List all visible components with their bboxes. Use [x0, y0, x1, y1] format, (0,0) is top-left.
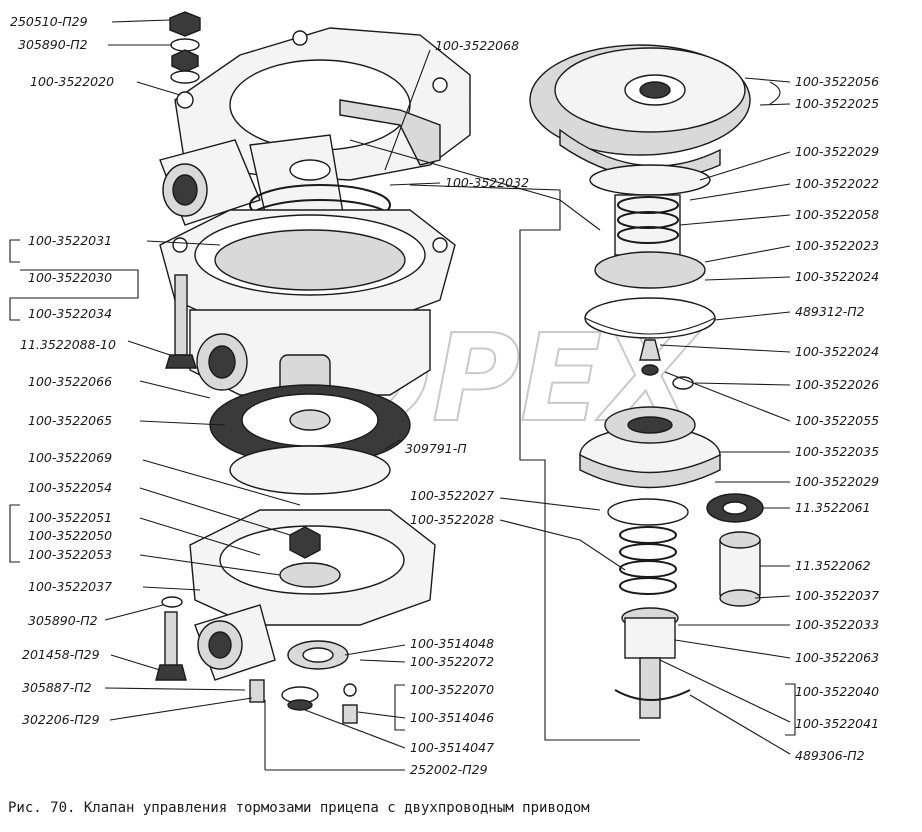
label-3522031: 100-3522031 — [28, 233, 112, 248]
leader-lines — [9, 19, 796, 771]
label-305890-p2-mid: 305890-П2 — [28, 613, 98, 628]
label-3522037-right: 100-3522037 — [795, 588, 879, 603]
label-3522066: 100-3522066 — [28, 374, 112, 389]
label-3522061: 11.3522061 — [795, 500, 871, 515]
lower-spring-part — [607, 498, 689, 595]
label-3522037-left: 100-3522037 — [28, 579, 112, 594]
label-3522070: 100-3522070 — [410, 682, 494, 697]
bottom-small-parts — [249, 640, 358, 724]
label-3522058: 100-3522058 — [795, 207, 879, 222]
lower-housing-part — [189, 509, 436, 681]
label-3522032: 100-3522032 — [445, 175, 529, 190]
top-nut-part — [169, 11, 201, 84]
piston-disk-part — [579, 406, 721, 489]
label-489306-p2: 489306-П2 — [795, 748, 865, 763]
figure-caption: Рис. 70. Клапан управления тормозами при… — [8, 800, 590, 816]
label-3522024-b: 100-3522024 — [795, 344, 879, 359]
label-252002-p29: 252002-П29 — [410, 762, 488, 777]
label-3522027: 100-3522027 — [410, 488, 494, 503]
label-3522065: 100-3522065 — [28, 413, 112, 428]
label-3522063: 100-3522063 — [795, 650, 879, 665]
label-3522020: 100-3522020 — [30, 74, 114, 89]
label-489312-p2: 489312-П2 — [795, 304, 865, 319]
label-3522029-bot: 100-3522029 — [795, 474, 879, 489]
label-3522062: 11.3522062 — [795, 558, 871, 573]
label-3514048: 100-3514048 — [410, 636, 494, 651]
label-3522054: 100-3522054 — [28, 480, 112, 495]
label-3522051: 100-3522051 — [28, 510, 112, 525]
label-3522030: 100-3522030 — [28, 270, 112, 285]
label-3522053: 100-3522053 — [28, 547, 112, 562]
diaphragm-part — [209, 384, 411, 495]
label-309791-p: 309791-П — [405, 441, 467, 456]
side-bolt-part — [155, 596, 187, 681]
middle-body-part — [159, 209, 456, 406]
label-3522040: 100-3522040 — [795, 684, 879, 699]
label-201458-p29: 201458-П29 — [22, 647, 100, 662]
label-3522041: 100-3522041 — [795, 716, 879, 731]
label-302206-p29: 302206-П29 — [22, 712, 100, 727]
label-3522055: 100-3522055 — [795, 413, 879, 428]
label-250510-p29: 250510-П29 — [10, 14, 88, 29]
label-3514047: 100-3514047 — [410, 740, 494, 755]
label-3522069: 100-3522069 — [28, 450, 112, 465]
label-3522072: 100-3522072 — [410, 654, 494, 669]
label-3522050: 100-3522050 — [28, 528, 112, 543]
label-3522022: 100-3522022 — [795, 176, 879, 191]
right-valve-parts — [639, 339, 694, 390]
label-3522023: 100-3522023 — [795, 238, 879, 253]
label-305890-p2-top: 305890-П2 — [18, 37, 88, 52]
label-3522035: 100-3522035 — [795, 444, 879, 459]
label-3522068: 100-3522068 — [435, 38, 519, 53]
upper-housing-part — [159, 27, 471, 236]
right-spring-part — [584, 164, 716, 339]
label-3522034: 100-3522034 — [28, 306, 112, 321]
label-3514046: 100-3514046 — [410, 710, 494, 725]
long-bolt-part — [165, 274, 197, 369]
label-305887-p2: 305887-П2 — [22, 680, 92, 695]
label-3522026: 100-3522026 — [795, 377, 879, 392]
label-3522056: 100-3522056 — [795, 74, 879, 89]
right-assembly — [529, 44, 764, 719]
label-3522029-top: 100-3522029 — [795, 144, 879, 159]
label-3522088-10: 11.3522088-10 — [20, 337, 116, 352]
left-assembly — [155, 11, 471, 724]
part-labels: 250510-П29 305890-П2 100-3522020 100-352… — [10, 14, 879, 777]
label-3522025: 100-3522025 — [795, 96, 879, 111]
label-3522033: 100-3522033 — [795, 617, 879, 632]
label-3522024-a: 100-3522024 — [795, 269, 879, 284]
valve-stem-part — [614, 607, 691, 719]
label-3522028: 100-3522028 — [410, 512, 494, 527]
side-sleeve-part — [706, 493, 764, 607]
top-cap-part — [529, 44, 751, 180]
